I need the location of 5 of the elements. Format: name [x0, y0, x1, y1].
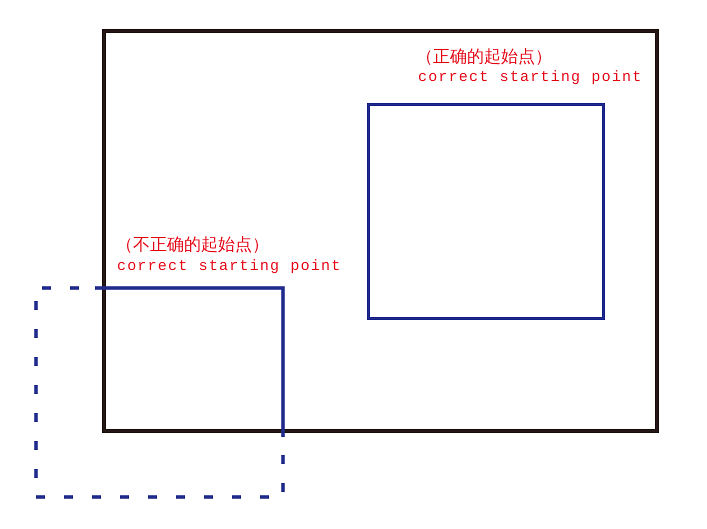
caption-text: correct starting point: [117, 258, 342, 276]
caption-text: （不正确的起始点）: [116, 235, 269, 255]
outer-rectangle: [102, 29, 659, 433]
caption-text: （正确的起始点）: [416, 47, 552, 67]
caption-text: correct starting point: [418, 69, 642, 87]
